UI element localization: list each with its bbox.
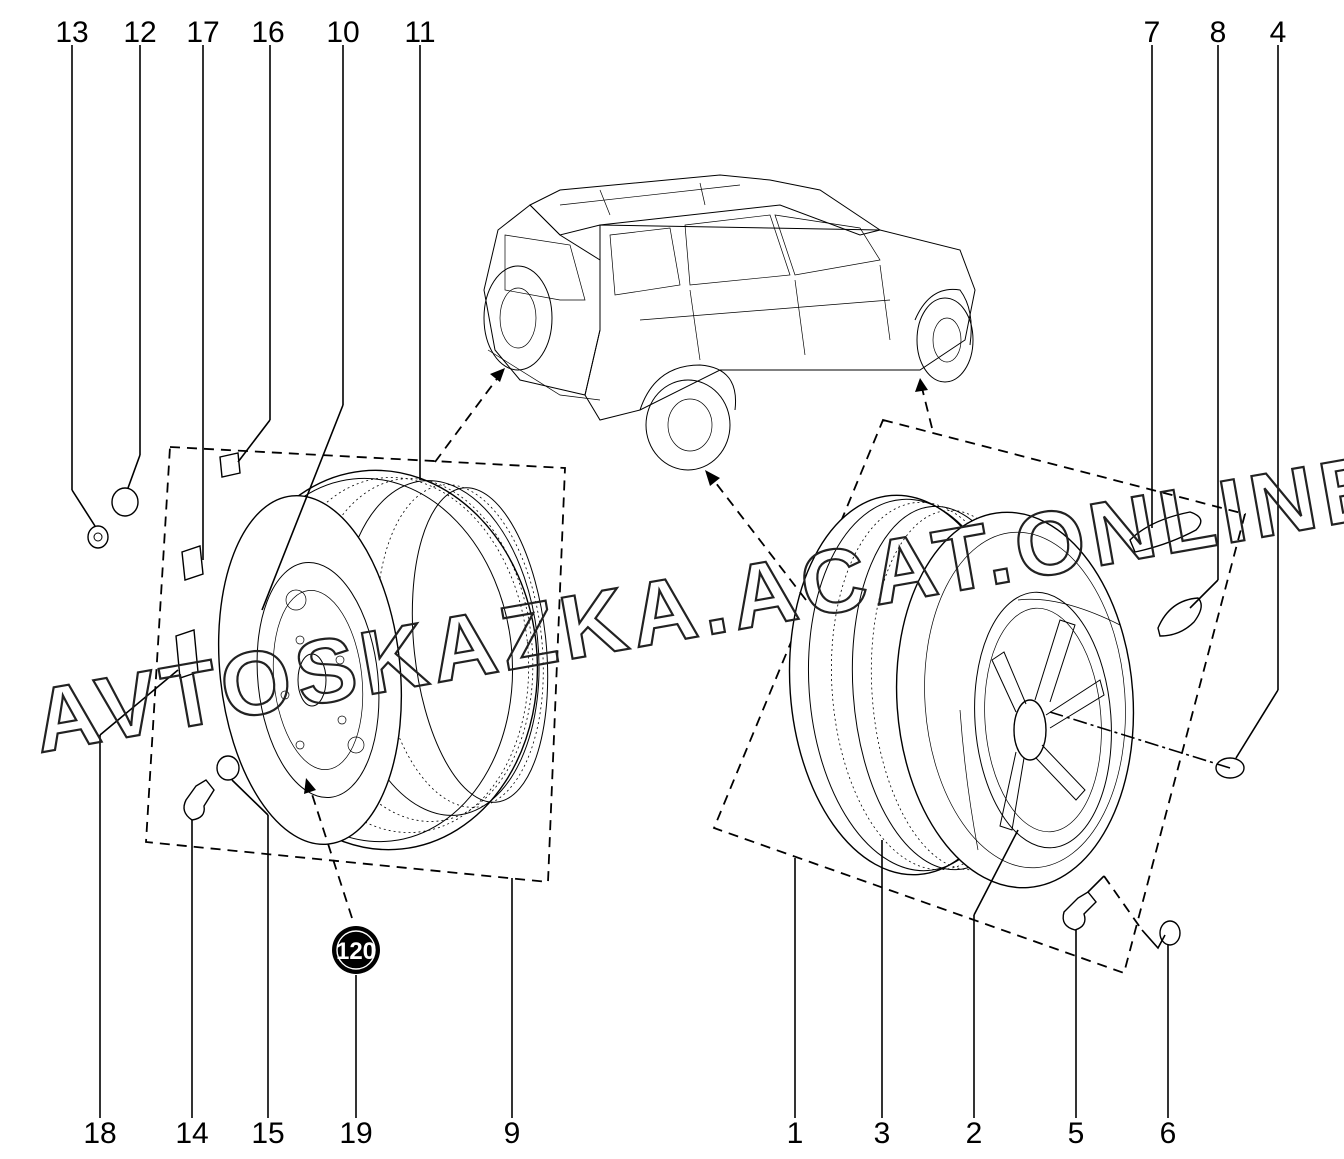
washer-icon <box>87 525 109 549</box>
callout-1: 1 <box>787 1117 804 1150</box>
callout-2: 2 <box>966 1117 983 1150</box>
callout-7: 7 <box>1144 16 1161 49</box>
balance-weight-icon <box>219 452 241 478</box>
callout-6: 6 <box>1160 1117 1177 1150</box>
callout-4: 4 <box>1270 16 1287 49</box>
speed-rating-badge: 120 <box>332 926 380 974</box>
spare-wheel-group <box>145 446 566 883</box>
vehicle-illustration <box>483 174 976 471</box>
wheel-nut-icon <box>216 755 240 781</box>
callout-8: 8 <box>1210 16 1227 49</box>
balance-weight-icon <box>175 629 199 679</box>
assembly-arrows <box>304 367 1166 950</box>
callout-12: 12 <box>123 16 156 49</box>
callout-19: 19 <box>339 1117 372 1150</box>
callout-13: 13 <box>55 16 88 49</box>
callout-3: 3 <box>874 1117 891 1150</box>
callout-16: 16 <box>251 16 284 49</box>
callout-18: 18 <box>83 1117 116 1150</box>
group-outline-left <box>145 446 566 883</box>
callout-10: 10 <box>326 16 359 49</box>
badge-value: 120 <box>336 938 376 965</box>
callout-9: 9 <box>504 1117 521 1150</box>
small-parts-left <box>87 452 241 821</box>
balance-weight-icon <box>181 545 204 581</box>
callout-14: 14 <box>175 1117 208 1150</box>
cap-nut-icon <box>111 487 139 517</box>
wheel-nut-icon <box>1159 920 1181 946</box>
balance-weight-icon <box>1129 511 1202 553</box>
wheel-bolt-icon <box>1062 891 1097 931</box>
callout-11: 11 <box>404 16 435 49</box>
callout-15: 15 <box>251 1117 284 1150</box>
leader-lines <box>71 45 1279 1118</box>
group-outline-right <box>712 418 1247 975</box>
callout-numbers: 13 12 17 16 10 11 7 8 4 18 14 15 19 9 1 … <box>55 16 1286 1150</box>
alloy-rim <box>974 591 1112 849</box>
wheel-bolt-icon <box>183 779 215 821</box>
callout-5: 5 <box>1068 1117 1085 1150</box>
alloy-wheel-group <box>712 418 1247 975</box>
callout-17: 17 <box>186 16 219 49</box>
steel-rim <box>256 561 380 799</box>
